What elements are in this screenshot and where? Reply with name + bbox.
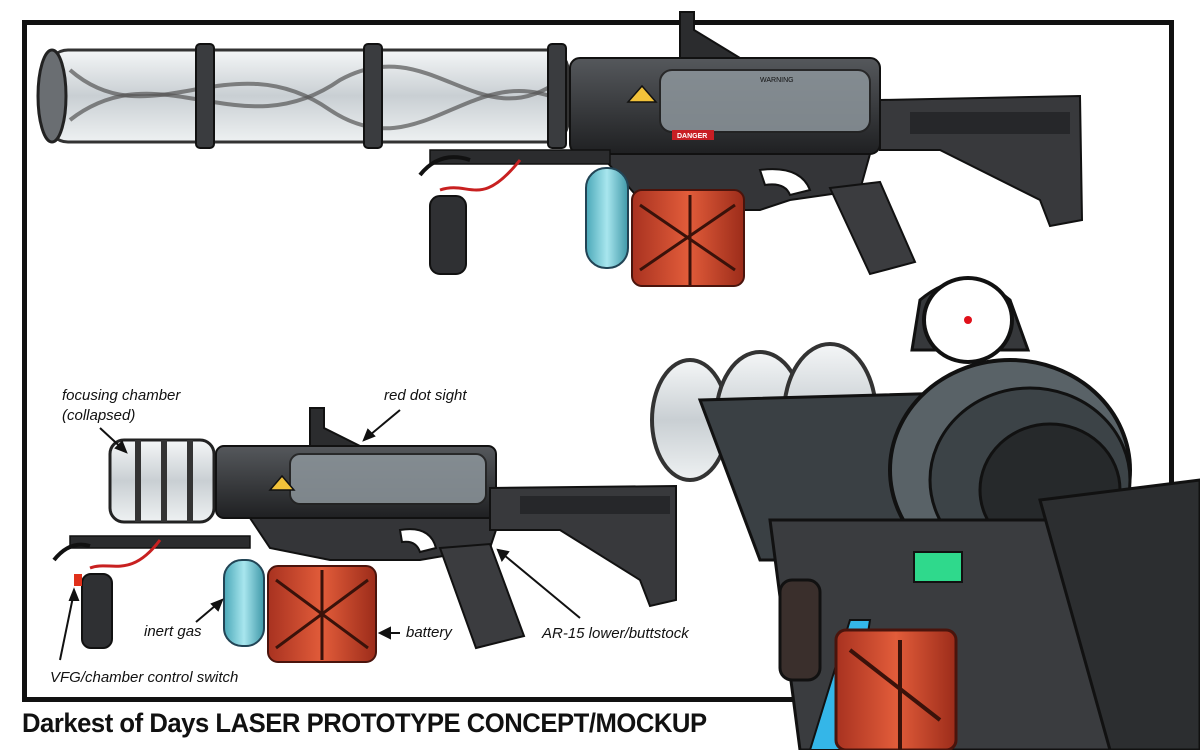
label-vfg-switch: VFG/chamber control switch (50, 669, 239, 686)
warning-decal: WARNING (760, 77, 794, 84)
inert-gas-canister (585, 167, 629, 269)
annotation-arrows (59, 409, 581, 661)
page-title: Darkest of Days LASER PROTOTYPE CONCEPT/… (22, 708, 707, 738)
label-focusing-chamber-collapsed: (collapsed) (62, 407, 136, 424)
label-inert-gas: inert gas (144, 623, 202, 640)
laser-rifle-full: WARNING DANGER (36, 11, 1084, 287)
laser-rifle-collapsed (52, 407, 677, 663)
vertical-foregrip (429, 195, 467, 275)
danger-decal: DANGER (677, 133, 707, 140)
first-person-view (650, 276, 1200, 750)
hazard-icon (626, 84, 658, 103)
red-dot (964, 316, 972, 324)
chamber-control-switch-green (913, 551, 963, 583)
pistol-grip (828, 180, 917, 276)
label-red-dot-sight: red dot sight (384, 387, 467, 404)
label-battery: battery (406, 624, 452, 641)
red-dot-sight-mount (679, 11, 744, 59)
label-focusing-chamber: focusing chamber (62, 387, 181, 404)
label-lower-buttstock: AR-15 lower/buttstock (542, 625, 689, 642)
